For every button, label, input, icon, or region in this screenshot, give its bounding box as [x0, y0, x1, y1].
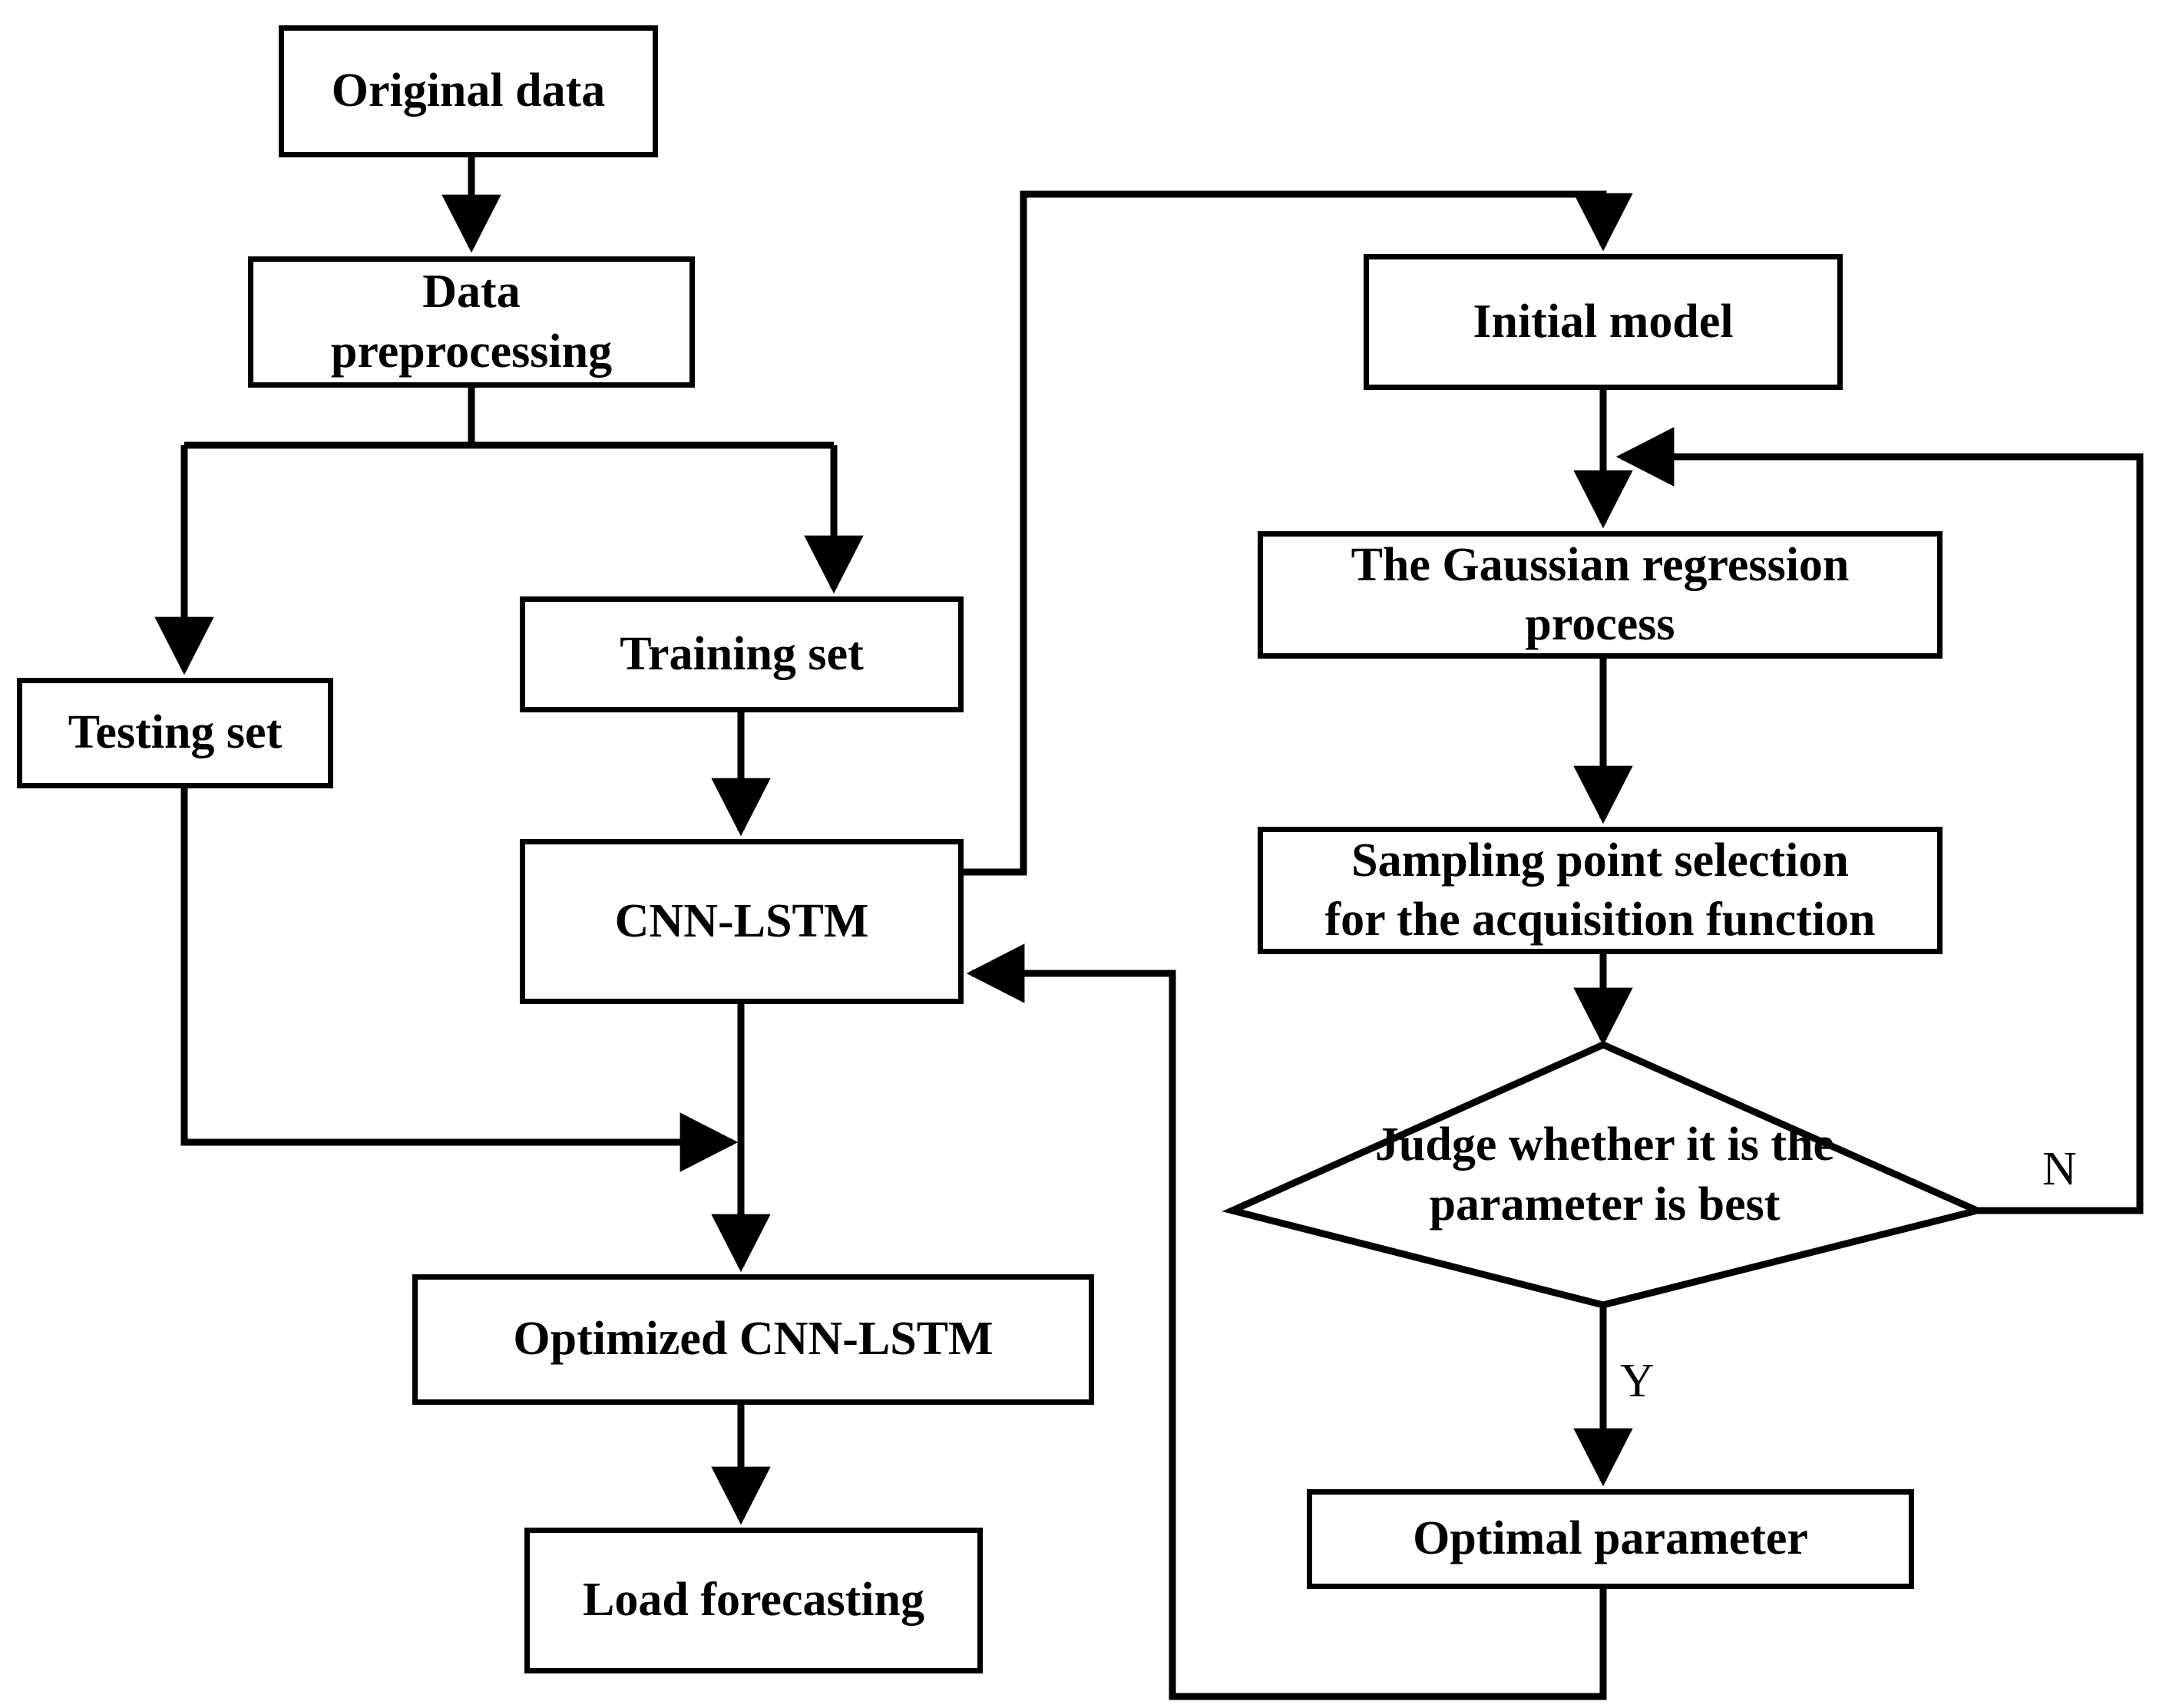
node-testing-set[interactable]: Testing set: [17, 678, 333, 788]
edge-label-text: N: [2042, 1143, 2077, 1195]
node-label: Original data: [331, 64, 606, 117]
node-label: Training set: [620, 627, 864, 680]
node-cnn-lstm[interactable]: CNN-LSTM: [520, 839, 964, 1004]
node-label: Load forecasting: [583, 1574, 924, 1627]
node-label: Optimal parameter: [1413, 1512, 1808, 1565]
edge-label-text: Y: [1620, 1355, 1655, 1407]
node-label: CNN-LSTM: [614, 894, 869, 947]
node-training-set[interactable]: Training set: [520, 596, 964, 712]
node-original-data[interactable]: Original data: [279, 25, 658, 157]
edge-label-no: N: [2042, 1145, 2077, 1193]
node-label: Optimized CNN-LSTM: [513, 1313, 994, 1366]
node-initial-model[interactable]: Initial model: [1364, 254, 1843, 390]
node-optimal-parameter[interactable]: Optimal parameter: [1307, 1489, 1914, 1589]
node-label: Testing set: [68, 706, 283, 759]
node-optimized-cnn-lstm[interactable]: Optimized CNN-LSTM: [412, 1274, 1094, 1405]
node-load-forecasting[interactable]: Load forecasting: [524, 1528, 983, 1673]
node-label: Initial model: [1473, 295, 1734, 348]
edge-label-yes: Y: [1620, 1357, 1655, 1405]
